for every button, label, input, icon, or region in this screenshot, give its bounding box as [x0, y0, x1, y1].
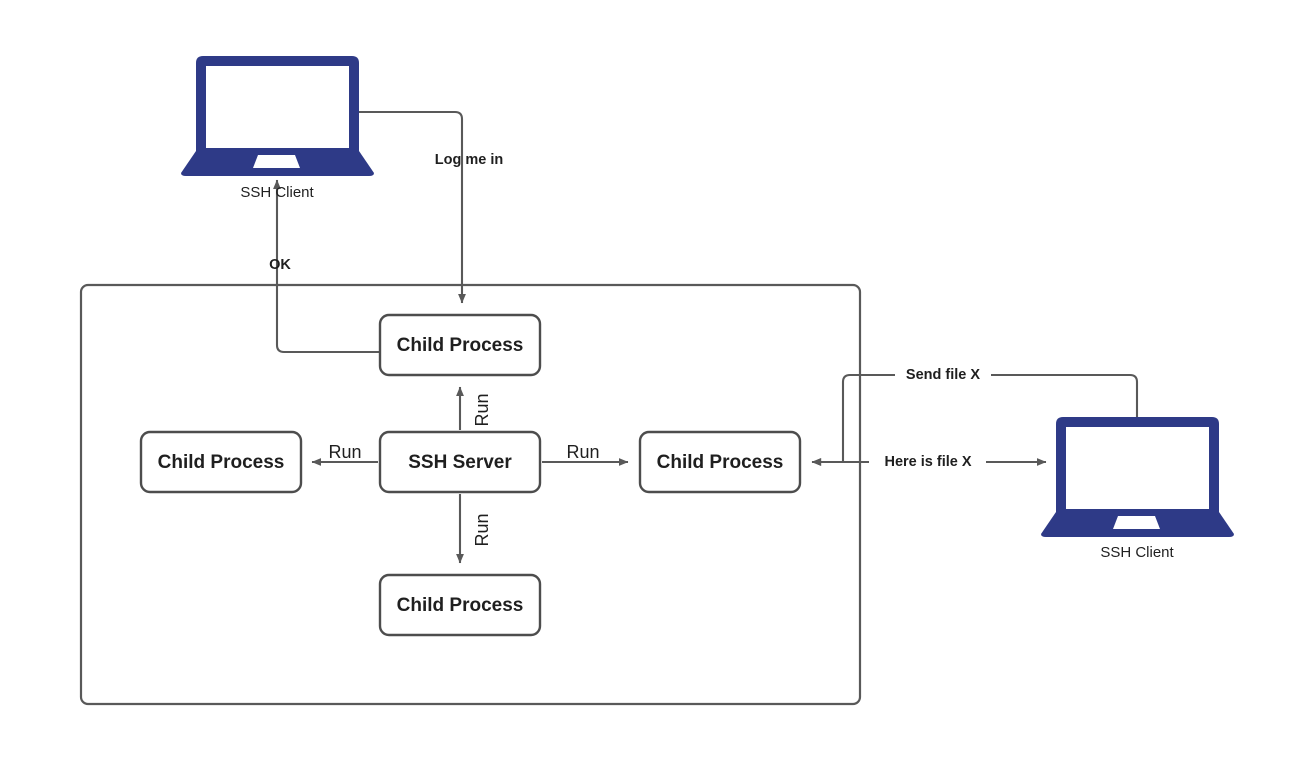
edge-label-send-file-backdrop [895, 366, 991, 385]
edge-label-run-up: Run [472, 393, 492, 426]
node-child-right[interactable]: Child Process [638, 430, 802, 494]
node-child-bottom[interactable]: Child Process [378, 573, 542, 637]
edge-label-login-request: Log me in [435, 152, 503, 168]
edge-send-file-line [811, 373, 1139, 466]
node-child-left-box [139, 430, 303, 494]
edge-label-run-left: Run [328, 442, 361, 462]
laptop-trackpad-notch [1113, 516, 1160, 529]
node-child-right-box [638, 430, 802, 494]
node-child-right-label: Child Process [657, 452, 784, 473]
node-ssh-server[interactable]: SSH Server [378, 430, 542, 494]
server-boundary-container [79, 283, 862, 706]
edge-label-login-ok: OK [269, 257, 291, 273]
node-child-bottom-box [378, 573, 542, 637]
device-label-client-right: SSH Client [1100, 544, 1174, 561]
laptop-screen [206, 66, 349, 148]
edge-login-ok-line [273, 179, 380, 354]
node-child-top-box [378, 313, 542, 377]
edge-label-here-is-file-backdrop [869, 453, 986, 472]
node-child-left[interactable]: Child Process [139, 430, 303, 494]
edge-login-request-line [359, 110, 466, 304]
device-label-client-top: SSH Client [240, 184, 314, 201]
node-child-top-label: Child Process [397, 335, 524, 356]
node-ssh-server-label: SSH Server [408, 452, 512, 473]
edge-label-send-file: Send file X [906, 367, 980, 383]
edge-label-run-down: Run [472, 513, 492, 546]
laptop-trackpad-notch [253, 155, 300, 168]
node-child-top[interactable]: Child Process [378, 313, 542, 377]
node-child-left-label: Child Process [158, 452, 285, 473]
node-child-bottom-label: Child Process [397, 595, 524, 616]
node-ssh-server-box [378, 430, 542, 494]
device-client-top[interactable]: SSH Client [181, 56, 374, 201]
laptop-screen [1066, 427, 1209, 509]
device-client-right[interactable]: SSH Client [1041, 417, 1234, 561]
edge-label-run-right: Run [566, 442, 599, 462]
edge-label-here-is-file: Here is file X [884, 454, 971, 470]
